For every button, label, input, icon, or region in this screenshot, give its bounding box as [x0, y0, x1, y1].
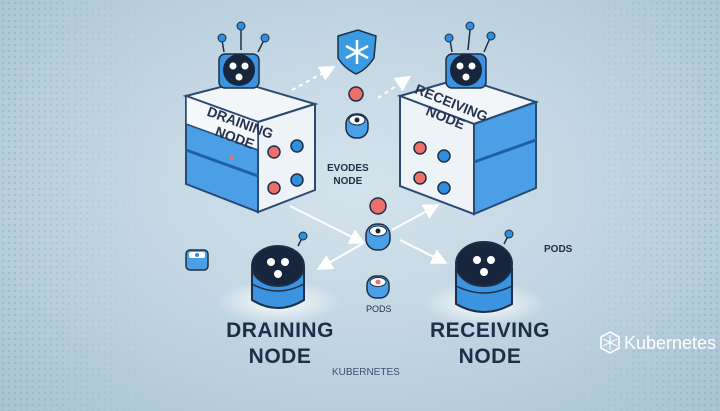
- arrow-dashed-right: [377, 75, 412, 99]
- receiving-node-top: [396, 21, 540, 216]
- arrow-center-to-receive-bottom: [399, 239, 448, 264]
- evodes-node-label: EVODES NODE: [327, 162, 369, 188]
- pod-red-dot: [413, 171, 427, 185]
- pod-blue-dot: [437, 181, 451, 195]
- receiving-node-bottom-label: RECEIVING NODE: [420, 318, 560, 370]
- draining-bottom-line1: DRAINING: [226, 319, 334, 342]
- arrow-center-to-drain-bottom: [316, 243, 363, 270]
- kubernetes-helm-icon: [600, 331, 620, 354]
- pod-capsule: [345, 113, 369, 139]
- arrow-center-to-receive: [391, 204, 440, 231]
- draining-node-bottom-label: DRAINING NODE: [220, 318, 340, 370]
- pod-capsule: [365, 223, 391, 251]
- kubernetes-logo-text: Kubernetes: [624, 333, 717, 353]
- pod-red-dot: [348, 86, 364, 102]
- pod-blue-dot: [437, 149, 451, 163]
- draining-bottom-line2: NODE: [248, 345, 312, 368]
- receiving-bottom-line1: RECEIVING: [429, 319, 551, 342]
- pods-label-center: PODS: [366, 304, 392, 314]
- pods-label-right: PODS: [544, 244, 573, 255]
- kubernetes-caption: KUBERNETES: [332, 367, 400, 378]
- migration-arrows: [289, 66, 448, 270]
- pod-red-dot: [369, 197, 387, 215]
- pod-blue-dot: [290, 173, 304, 187]
- evodes-line1: EVODES: [327, 163, 369, 174]
- arrow-drain-to-center: [289, 205, 366, 244]
- kubernetes-shield-icon: [337, 29, 377, 75]
- receiving-bottom-line2: NODE: [458, 345, 522, 368]
- pod-red-dot: [267, 181, 281, 195]
- evodes-line2: NODE: [333, 176, 363, 187]
- arrow-dashed-left: [291, 66, 336, 91]
- dot-pattern-left: [0, 0, 150, 411]
- pod-red-dot: [413, 141, 427, 155]
- draining-node-bottom: [216, 231, 340, 324]
- pod-cube-small: [185, 249, 209, 271]
- dot-pattern-right: [570, 0, 720, 411]
- draining-node-top: [182, 21, 319, 214]
- pod-blue-dot: [290, 139, 304, 153]
- pod-red-dot: [267, 145, 281, 159]
- receiving-node-bottom: [422, 229, 546, 326]
- pod-capsule: [366, 275, 390, 299]
